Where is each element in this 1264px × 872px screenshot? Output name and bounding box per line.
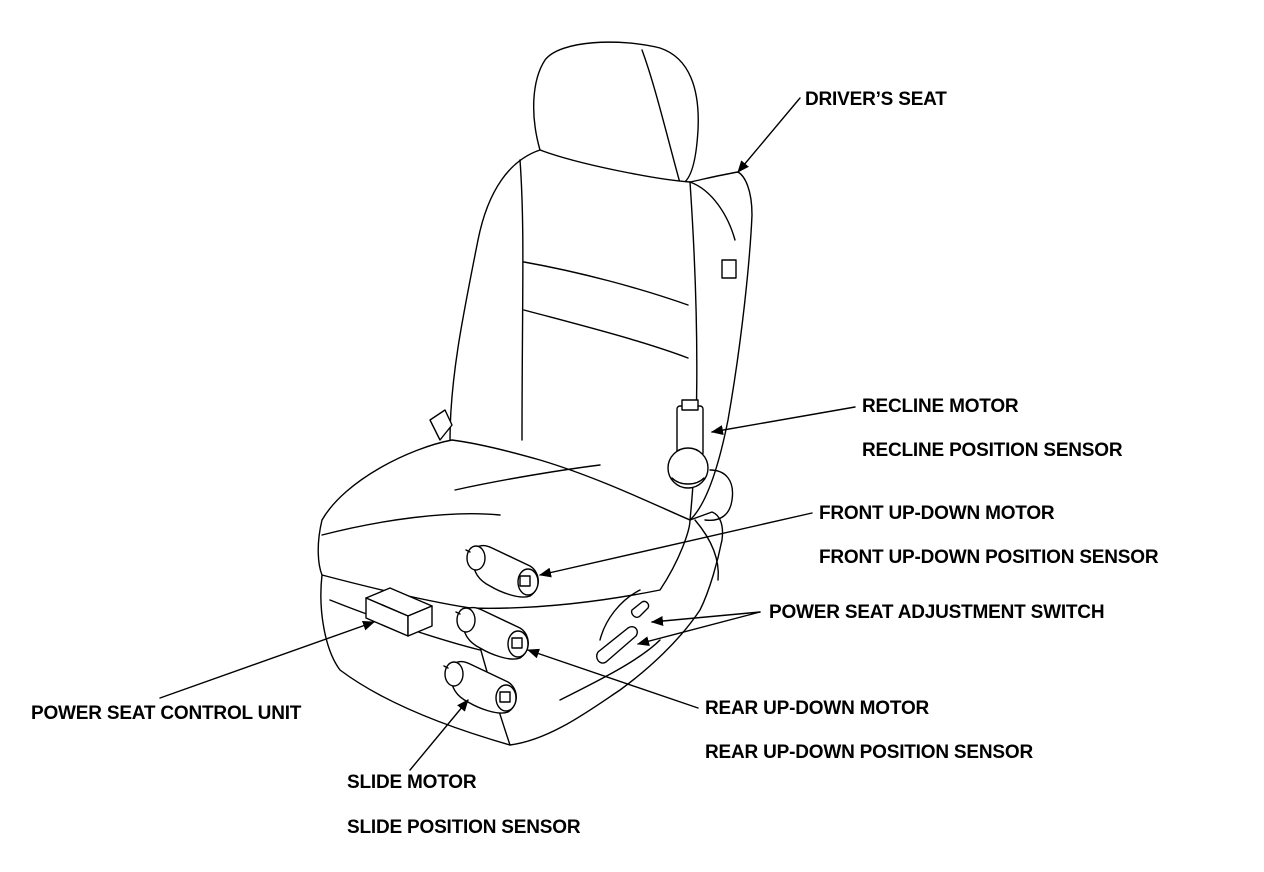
drivers-seat-label: DRIVER’S SEAT: [805, 89, 947, 110]
slide-position-sensor-label: SLIDE POSITION SENSOR: [347, 817, 581, 838]
leader-drivers-seat: [737, 97, 801, 173]
leader-switch-lower: [637, 611, 761, 647]
recline-motor-label: RECLINE MOTOR: [862, 396, 1019, 417]
leader-control-unit: [159, 620, 375, 699]
rear-up-down-position-sensor-label: REAR UP-DOWN POSITION SENSOR: [705, 742, 1033, 763]
adjustment-switch-shape: [596, 589, 650, 664]
slide-motor-label: SLIDE MOTOR: [347, 772, 477, 793]
leader-switch-upper: [651, 611, 761, 626]
leader-front-motor: [539, 512, 813, 578]
headrest: [532, 41, 699, 185]
leader-recline: [711, 406, 856, 436]
front-motor-shape: [465, 544, 539, 598]
rear-up-down-motor-label: REAR UP-DOWN MOTOR: [705, 698, 930, 719]
leader-rear-motor: [527, 648, 699, 709]
control-unit-box: [365, 587, 433, 637]
slide-motor-shape: [443, 660, 517, 714]
power-seat-adjustment-switch-label: POWER SEAT ADJUSTMENT SWITCH: [769, 602, 1105, 623]
recline-position-sensor-label: RECLINE POSITION SENSOR: [862, 440, 1123, 461]
leader-slide-motor: [409, 699, 469, 771]
recline-motor-shape: [667, 399, 709, 489]
rear-motor-shape: [455, 606, 529, 660]
power-seat-control-unit-label: POWER SEAT CONTROL UNIT: [31, 703, 302, 724]
front-up-down-motor-label: FRONT UP-DOWN MOTOR: [819, 503, 1055, 524]
front-up-down-position-sensor-label: FRONT UP-DOWN POSITION SENSOR: [819, 547, 1159, 568]
